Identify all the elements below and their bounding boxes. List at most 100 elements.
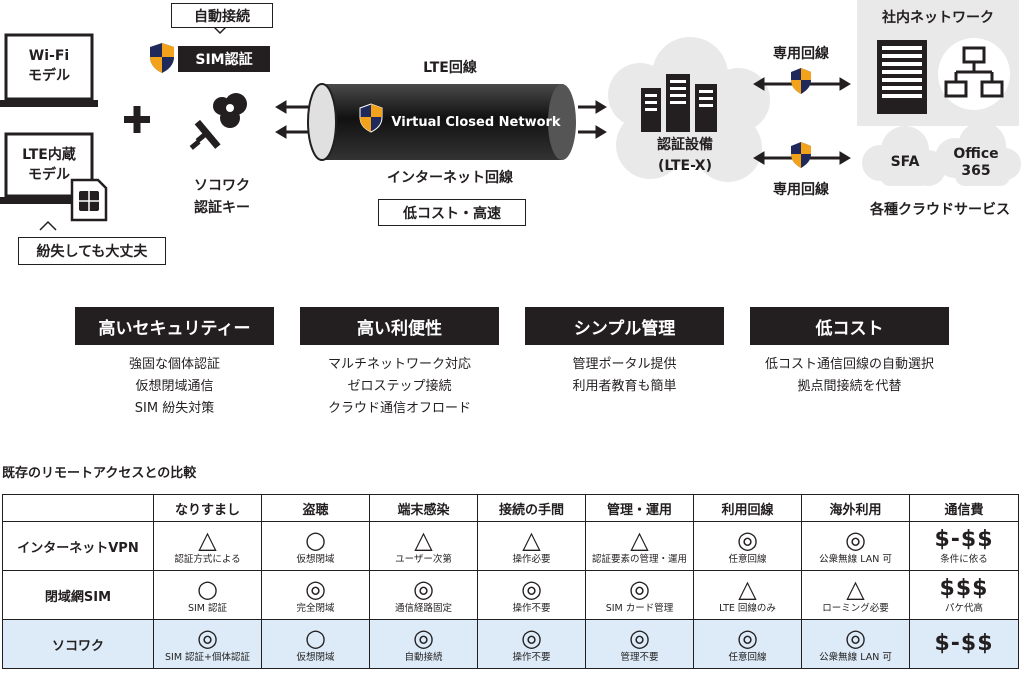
table-header-row: なりすまし 盗聴 端末感染 接続の手間 管理・運用 利用回線 海外利用 通信費 — [2, 494, 1019, 522]
table-cell: ◎自動接続 — [369, 619, 478, 669]
plus-icon — [124, 106, 150, 133]
feature-line: 管理ポータル提供 — [572, 357, 677, 372]
feature-line: 仮想閉域通信 — [135, 379, 214, 394]
cell-note: LTE 回線のみ — [719, 602, 776, 614]
feature-line: 強固な個体認証 — [128, 357, 220, 372]
rating-symbol: ◎ — [845, 623, 866, 652]
sim-card-icon — [70, 178, 108, 222]
comparison-title: 既存のリモートアクセスとの比較 — [2, 466, 197, 481]
rating-symbol: ◎ — [737, 525, 758, 554]
rating-symbol: △ — [198, 525, 217, 554]
line-shield-icon — [791, 68, 811, 168]
feature-title-security: 高いセキュリティー — [75, 307, 274, 345]
rating-symbol: ◎ — [629, 623, 650, 652]
column-header: 端末感染 — [369, 494, 478, 522]
cell-note: パケ代高 — [944, 602, 983, 614]
rating-symbol: △ — [630, 525, 649, 554]
rating-symbol: ○ — [305, 525, 326, 554]
cost-rating: $-$$ — [934, 630, 994, 656]
cost-rating: $-$$ — [934, 526, 994, 552]
column-header: なりすまし — [153, 494, 262, 522]
cell-note: SIM カード管理 — [605, 602, 674, 614]
table-row: 閉域網SIM○SIM 認証◎完全閉域◎通信経路固定◎操作不要◎SIM カード管理… — [2, 570, 1019, 620]
rating-symbol: △ — [414, 525, 433, 554]
column-header: 接続の手間 — [477, 494, 586, 522]
table-cell: ◎任意回線 — [693, 619, 802, 669]
table-cell: ◎通信経路固定 — [369, 570, 478, 620]
table-cell: △ローミング必要 — [801, 570, 910, 620]
feature-lines-convenience: マルチネットワーク対応 ゼロステップ接続 クラウド通信オフロード — [300, 354, 499, 420]
feature-lines-security: 強固な個体認証 仮想閉域通信 SIM 紛失対策 — [75, 354, 274, 420]
table-cell: △認証方式による — [153, 521, 262, 571]
feature-title-low-cost: 低コスト — [750, 307, 949, 345]
wifi-laptop-icon — [0, 33, 98, 107]
auto-connect-callout: 自動接続 — [171, 3, 273, 28]
feature-lines-low-cost: 低コスト通信回線の自動選択 拠点間接続を代替 — [750, 354, 949, 398]
key-icon — [189, 93, 247, 150]
feature-line: クラウド通信オフロード — [327, 401, 471, 416]
cell-note: 操作必要 — [512, 553, 551, 565]
table-cell: ○仮想閉域 — [261, 619, 370, 669]
key-label: ソコワク 認証キー — [194, 178, 250, 216]
server-label: 認証設備 (LTE-X) — [657, 137, 713, 174]
lost-note-callout: 紛失しても大丈夫 — [18, 237, 166, 265]
column-header — [2, 494, 154, 522]
column-header: 海外利用 — [801, 494, 910, 522]
rating-symbol: ◎ — [413, 623, 434, 652]
sim-auth-badge: SIM認証 — [178, 46, 270, 72]
sfa-label: SFA — [890, 154, 920, 170]
rating-symbol: ◎ — [521, 574, 542, 603]
vcn-label: Virtual Closed Network — [391, 114, 561, 130]
table-cell: ○仮想閉域 — [261, 521, 370, 571]
cell-note: 公衆無線 LAN 可 — [819, 553, 892, 565]
feature-line: 低コスト通信回線の自動選択 — [764, 357, 934, 372]
office365-label: Office 365 — [953, 146, 999, 179]
cell-note: 条件に依る — [940, 553, 988, 565]
column-header: 管理・運用 — [585, 494, 694, 522]
cell-note: 仮想閉域 — [296, 651, 335, 663]
table-cell: ◎SIM カード管理 — [585, 570, 694, 620]
security-shield-icon — [150, 43, 174, 73]
rating-symbol: ◎ — [305, 574, 326, 603]
rating-symbol: ○ — [305, 623, 326, 652]
rating-symbol: ◎ — [845, 525, 866, 554]
table-cell: $-$$ — [909, 619, 1019, 669]
table-cell: ◎任意回線 — [693, 521, 802, 571]
internet-line-label: インターネット回線 — [387, 170, 513, 186]
table-cell: △操作必要 — [477, 521, 586, 571]
bidirectional-arrow-icon — [578, 100, 607, 139]
rating-symbol: ◎ — [629, 574, 650, 603]
cell-note: 仮想閉域 — [296, 553, 335, 565]
cell-note: 認証方式による — [174, 553, 241, 565]
rating-symbol: ◎ — [197, 623, 218, 652]
dedicated-line-bottom-label: 専用回線 — [773, 182, 829, 198]
low-cost-callout: 低コスト・高速 — [378, 199, 526, 226]
corporate-network-title: 社内ネットワーク — [882, 10, 994, 26]
table-cell: ◎SIM 認証+個体認証 — [153, 619, 262, 669]
cell-note: SIM 認証+個体認証 — [164, 651, 250, 663]
network-diagram — [0, 0, 1021, 231]
row-header: 閉域網SIM — [2, 570, 154, 620]
table-cell: △ユーザー次第 — [369, 521, 478, 571]
cell-note: 任意回線 — [728, 553, 767, 565]
lte-line-label: LTE回線 — [423, 60, 477, 76]
column-header: 利用回線 — [693, 494, 802, 522]
rating-symbol: ◎ — [521, 623, 542, 652]
cell-note: 完全閉域 — [296, 602, 335, 614]
rating-symbol: ◎ — [737, 623, 758, 652]
table-row: インターネットVPN△認証方式による○仮想閉域△ユーザー次第△操作必要△認証要素… — [2, 521, 1019, 571]
column-header: 盗聴 — [261, 494, 370, 522]
comparison-table: なりすまし 盗聴 端末感染 接続の手間 管理・運用 利用回線 海外利用 通信費 … — [2, 494, 1019, 669]
feature-line: SIM 紛失対策 — [134, 401, 215, 416]
table-cell: $$$パケ代高 — [909, 570, 1019, 620]
cell-note: 自動接続 — [404, 651, 443, 663]
cell-note: SIM 認証 — [187, 602, 228, 614]
cell-note: 操作不要 — [512, 602, 551, 614]
rating-symbol: ◎ — [413, 574, 434, 603]
table-cell: $-$$条件に依る — [909, 521, 1019, 571]
rating-symbol: △ — [846, 574, 865, 603]
wifi-model-label: Wi-Fi モデル — [28, 48, 70, 84]
dedicated-line-top-label: 専用回線 — [773, 46, 829, 62]
rating-symbol: ○ — [197, 574, 218, 603]
table-cell: ◎操作不要 — [477, 619, 586, 669]
